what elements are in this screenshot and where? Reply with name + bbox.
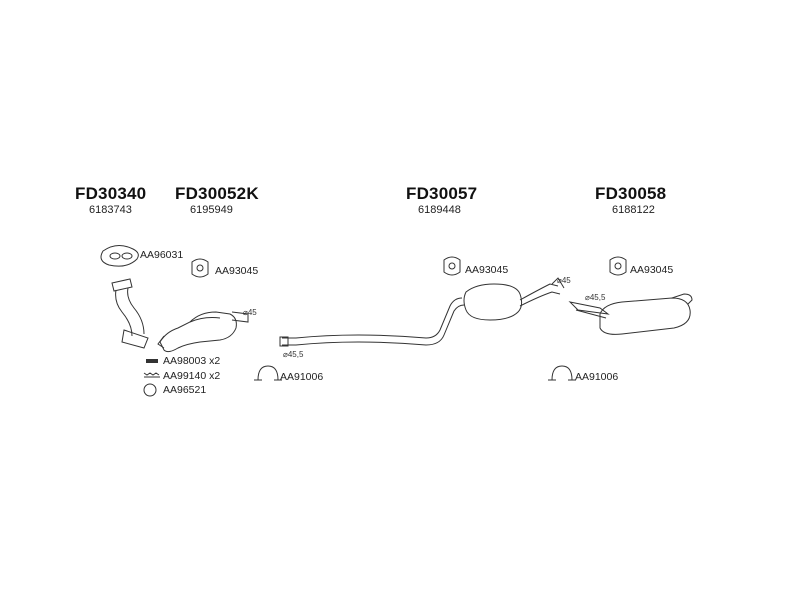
bolt-qty: x2 [209, 355, 221, 367]
part-label-spring: AA99140 x2 [163, 370, 220, 382]
spring-drawing [143, 372, 160, 378]
spring-code: AA99140 [163, 370, 207, 382]
group-code-fd30052k: FD30052K [175, 184, 259, 203]
group-code-fd30057: FD30057 [406, 184, 478, 203]
part-label-ring: AA96521 [163, 384, 207, 396]
dimension-mid-outlet: ⌀45 [557, 276, 571, 285]
rubber-mount-drawing-3 [609, 256, 627, 276]
dimension-rear-inlet: ⌀45,5 [585, 293, 606, 302]
group-number-fd30058: 6188122 [612, 204, 655, 216]
rear-silencer-drawing [568, 293, 693, 335]
group-code-fd30340: FD30340 [75, 184, 147, 203]
rubber-mount-drawing-1 [191, 258, 209, 278]
bolt-code: AA98003 [163, 355, 207, 367]
spring-qty: x2 [209, 370, 221, 382]
part-label-gasket: AA96031 [140, 249, 184, 261]
clamp-drawing-1 [254, 365, 282, 381]
part-label-rubber-mount-3: AA93045 [630, 264, 674, 276]
group-number-fd30057: 6189448 [418, 204, 461, 216]
rubber-mount-drawing-2 [443, 256, 461, 276]
bolt-drawing [146, 359, 158, 363]
group-code-fd30058: FD30058 [595, 184, 667, 203]
group-number-fd30052k: 6195949 [190, 204, 233, 216]
gasket-drawing [100, 245, 139, 267]
middle-pipe-drawing [279, 277, 565, 347]
catalyst-drawing [157, 311, 249, 353]
front-pipe-drawing [111, 278, 149, 349]
ring-drawing [143, 383, 157, 397]
part-label-rubber-mount-1: AA93045 [215, 265, 259, 277]
dimension-tail-pipe-inlet: ⌀45,5 [283, 350, 304, 359]
group-number-fd30340: 6183743 [89, 204, 132, 216]
part-label-bolt: AA98003 x2 [163, 355, 220, 367]
dimension-cat-outlet: ⌀45 [243, 308, 257, 317]
part-label-clamp-2: AA91006 [575, 371, 619, 383]
part-label-clamp-1: AA91006 [280, 371, 324, 383]
clamp-drawing-2 [548, 365, 576, 381]
part-label-rubber-mount-2: AA93045 [465, 264, 509, 276]
